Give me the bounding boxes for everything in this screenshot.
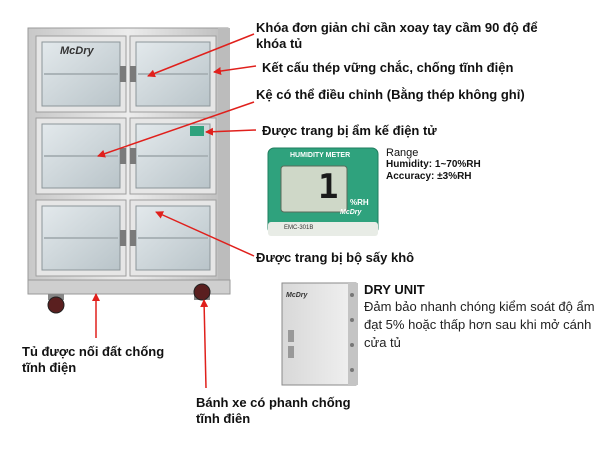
meter-accuracy: Accuracy: ±3%RH bbox=[386, 171, 472, 182]
screw bbox=[350, 293, 354, 297]
vent bbox=[288, 346, 294, 358]
screw bbox=[350, 318, 354, 322]
dry-unit-side bbox=[348, 283, 358, 385]
callout-arrows bbox=[92, 33, 257, 389]
wheel bbox=[193, 283, 211, 301]
callout-dryer: Được trang bị bộ sấy khô bbox=[256, 250, 415, 265]
callout-wheels: Bánh xe có phanh chống tĩnh điên bbox=[196, 395, 351, 426]
hygrometer-digit: 1 bbox=[318, 167, 339, 207]
hygrometer-unit: %RH bbox=[350, 198, 369, 207]
cabinet-base bbox=[27, 279, 231, 295]
dry-unit-body bbox=[281, 282, 357, 386]
callout-lock: Khóa đơn giản chỉ cần xoay tay cầm 90 độ… bbox=[256, 20, 538, 51]
callout-hygrometer: Được trang bị ẩm kế điện tử bbox=[262, 123, 437, 138]
dry-unit-logo: McDry bbox=[286, 292, 308, 299]
mini-hygrometer bbox=[190, 126, 204, 136]
dry-unit-title: DRY UNIT bbox=[364, 282, 425, 297]
door-handle bbox=[130, 230, 136, 246]
door-handle bbox=[130, 148, 136, 164]
hygrometer-footer bbox=[268, 222, 378, 236]
dry-unit-device bbox=[281, 282, 358, 386]
arrow-hygrometer bbox=[205, 127, 257, 136]
hygrometer-lcd bbox=[280, 165, 348, 213]
hygrometer bbox=[267, 147, 379, 236]
arrow-lock bbox=[147, 33, 255, 78]
callout-grounded: Tủ được nối đất chống tĩnh điện bbox=[22, 344, 165, 375]
screw bbox=[350, 343, 354, 347]
vent bbox=[288, 330, 294, 342]
dry-unit-description: Đảm bảo nhanh chóng kiểm soát độ ẩm đạt … bbox=[364, 299, 595, 350]
wheel bbox=[47, 296, 65, 314]
arrow-shelf bbox=[97, 101, 255, 158]
hygrometer-title: HUMIDITY METER bbox=[290, 152, 351, 159]
meter-humidity-range: Humidity: 1~70%RH bbox=[386, 159, 481, 170]
door-handle bbox=[120, 148, 126, 164]
door-handle bbox=[120, 230, 126, 246]
arrow-wheels bbox=[200, 299, 209, 389]
cabinet-side bbox=[218, 28, 230, 288]
door-handle bbox=[130, 66, 136, 82]
callout-shelf: Kệ có thể điều chỉnh (Bằng thép không gh… bbox=[256, 87, 525, 102]
callout-steel: Kết cấu thép vững chắc, chống tĩnh điện bbox=[262, 60, 514, 75]
hygrometer-logo: McDry bbox=[340, 209, 362, 216]
hygrometer-model: EMC-301B bbox=[284, 225, 314, 231]
arrow-dryer bbox=[155, 211, 255, 257]
dry-cabinet bbox=[27, 27, 231, 314]
screw bbox=[350, 368, 354, 372]
meter-range-label: Range bbox=[386, 147, 419, 159]
cabinet-logo: McDry bbox=[60, 45, 94, 57]
door-handle bbox=[120, 66, 126, 82]
arrow-steel bbox=[213, 65, 257, 75]
